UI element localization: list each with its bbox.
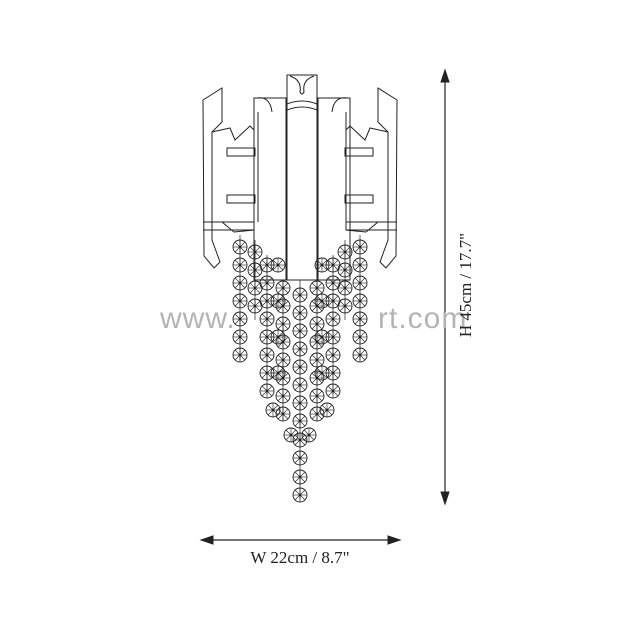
height-dimension-arrow xyxy=(440,68,450,506)
width-dimension-arrow xyxy=(199,535,402,545)
height-label: H 45cm / 17.7" xyxy=(456,232,475,338)
crystal-beads xyxy=(232,239,368,503)
width-label: W 22cm / 8.7" xyxy=(250,548,350,567)
watermark-right: rt.com xyxy=(378,302,468,335)
sconce-body xyxy=(202,74,398,281)
watermark-left: www. xyxy=(160,302,236,335)
